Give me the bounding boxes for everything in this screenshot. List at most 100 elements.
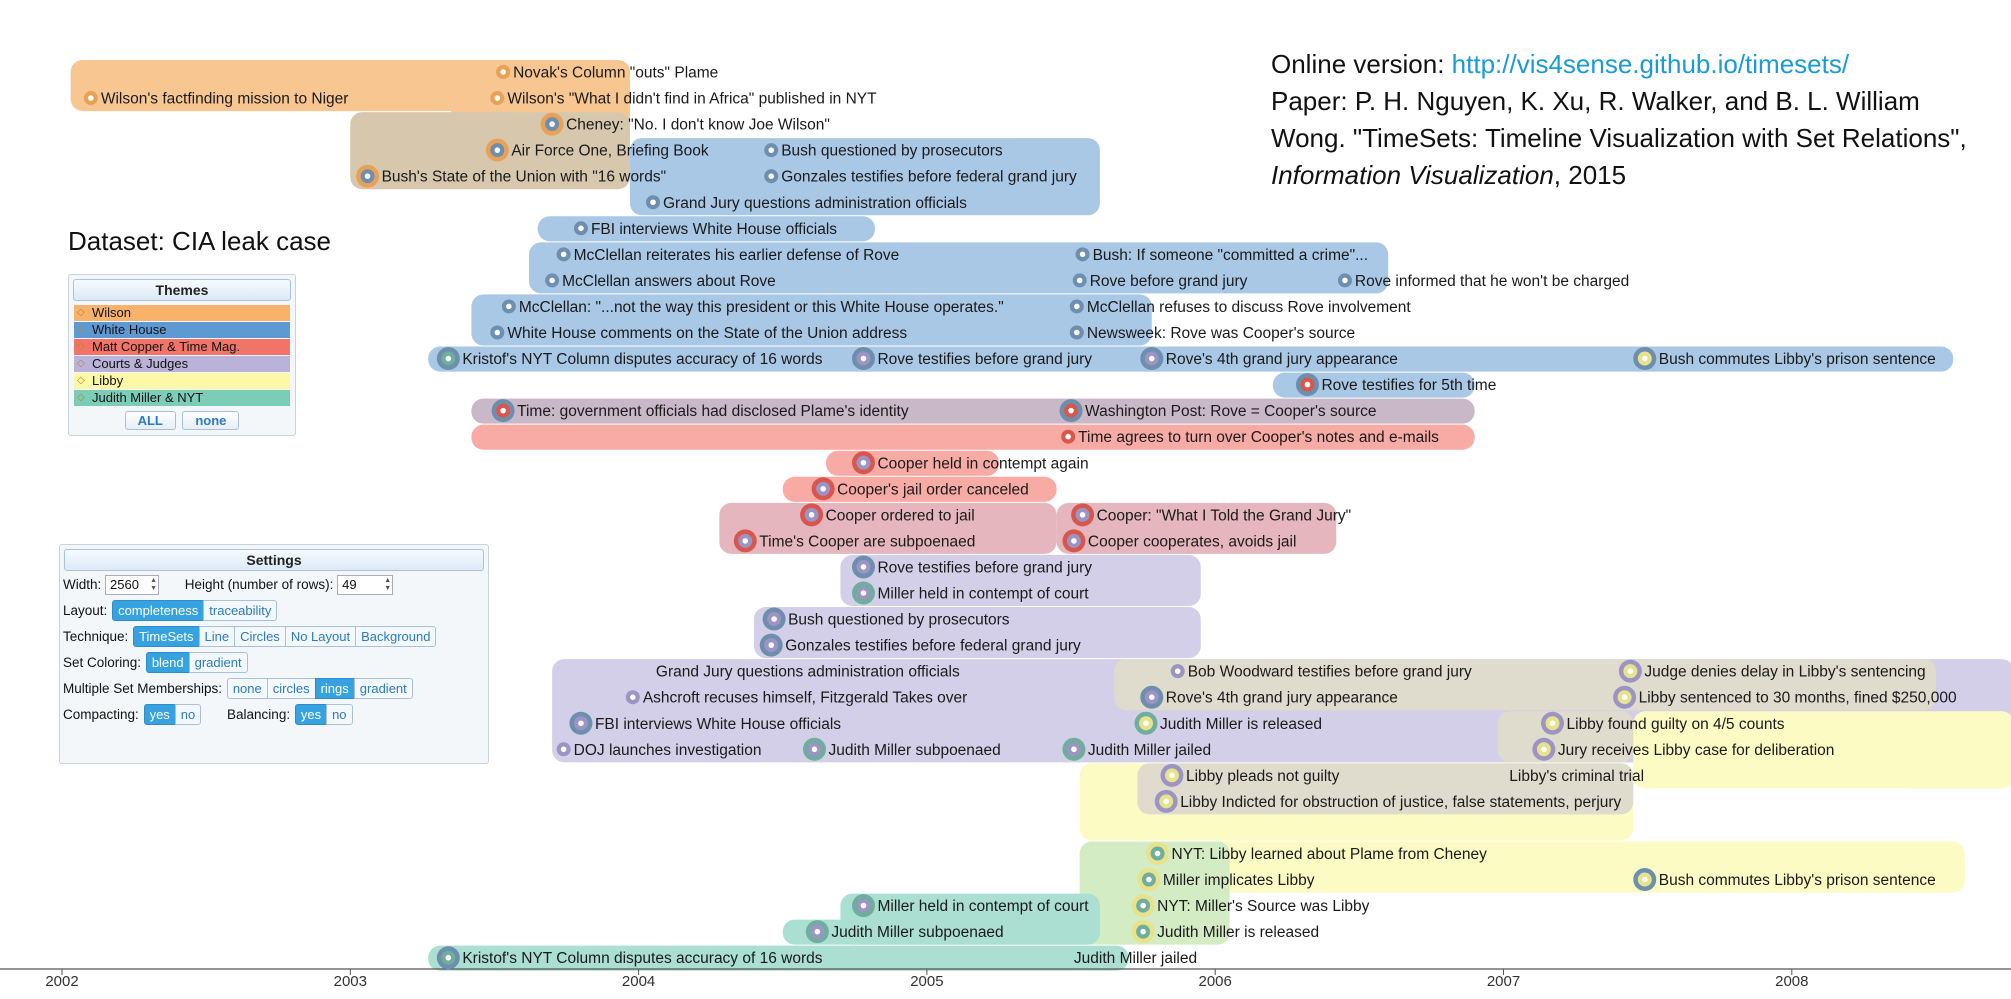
timeline-event[interactable]: Cheney: "No. I don't know Joe Wilson" (540, 112, 830, 136)
timeline-event[interactable]: Bob Woodward testifies before grand jury (1170, 664, 1472, 681)
timeline-event[interactable]: Cooper: "What I Told the Grand Jury" (1071, 503, 1351, 527)
timeline-event[interactable]: Miller held in contempt of court (851, 894, 1089, 918)
timeline-event[interactable]: Cooper held in contempt again (851, 451, 1089, 475)
coloring-option-gradient[interactable]: gradient (188, 652, 248, 674)
timeline-event[interactable]: Time's Cooper are subpoenaed (733, 529, 976, 553)
timeline-event[interactable]: Newsweek: Rove was Cooper's source (1069, 325, 1355, 342)
theme-handle-icon[interactable]: ◇ (77, 358, 85, 369)
timeline-event[interactable]: Bush questioned by prosecutors (764, 143, 1003, 160)
timeline-event[interactable]: Rove testifies for 5th time (1295, 373, 1496, 397)
timeline-event[interactable]: FBI interviews White House officials (569, 711, 841, 735)
technique-option-background[interactable]: Background (355, 626, 437, 648)
technique-option-no-layout[interactable]: No Layout (284, 626, 357, 648)
width-spinner-icon[interactable]: ▲▼ (150, 577, 158, 593)
technique-option-circles[interactable]: Circles (234, 626, 286, 648)
timeline-event[interactable]: Judith Miller jailed (1074, 950, 1197, 967)
timeline-event[interactable]: Gonzales testifies before federal grand … (764, 169, 1077, 186)
membership-option-rings[interactable]: rings (314, 678, 355, 700)
timeline-event[interactable]: Miller held in contempt of court (851, 581, 1089, 605)
timeline-event[interactable]: Air Force One, Briefing Book (485, 138, 709, 162)
timeline-event[interactable]: Bush's State of the Union with "16 words… (356, 164, 666, 188)
timeline-event[interactable]: Gonzales testifies before federal grand … (759, 633, 1081, 657)
timeline-event[interactable]: Cooper ordered to jail (800, 503, 975, 527)
timeline-event[interactable]: Judith Miller is released (1134, 711, 1322, 735)
timeline-event[interactable]: Bush commutes Libby's prison sentence (1633, 868, 1936, 892)
timeline-event[interactable]: Kristof's NYT Column disputes accuracy o… (436, 347, 823, 371)
timeline-event[interactable]: Bush commutes Libby's prison sentence (1633, 347, 1936, 371)
width-input[interactable]: 2560▲▼ (105, 575, 160, 596)
theme-handle-icon[interactable]: ◇ (77, 375, 85, 386)
timeline-event[interactable]: Bush: If someone "committed a crime"... (1075, 247, 1368, 264)
theme-item[interactable]: ◇Libby (74, 373, 290, 389)
timeline-event[interactable]: McClellan answers about Rove (545, 273, 776, 290)
membership-option-none[interactable]: none (226, 678, 268, 700)
timeline-event[interactable]: Libby's criminal trial (1509, 768, 1644, 785)
layout-option-traceability[interactable]: traceability (203, 600, 278, 622)
timeline-event[interactable]: Rove before grand jury (1072, 273, 1248, 290)
timeline-event[interactable]: Grand Jury questions administration offi… (646, 195, 967, 212)
timeline-event[interactable]: Wilson's "What I didn't find in Africa" … (490, 91, 877, 108)
membership-option-gradient[interactable]: gradient (353, 678, 413, 700)
timeline-event[interactable]: McClellan refuses to discuss Rove involv… (1069, 299, 1412, 316)
compacting-option-no[interactable]: no (174, 704, 202, 726)
timeline-event[interactable]: Time: government officials had disclosed… (491, 399, 909, 423)
timeline-event[interactable]: Cooper's jail order canceled (811, 477, 1029, 501)
timeline-event[interactable]: Cooper cooperates, avoids jail (1062, 529, 1296, 553)
timeline-event[interactable]: Judith Miller subpoenaed (802, 737, 1001, 761)
timeline-event[interactable]: Time agrees to turn over Cooper's notes … (1061, 429, 1439, 446)
timeline-event[interactable]: Judith Miller is released (1131, 920, 1319, 944)
balancing-option-no[interactable]: no (326, 704, 353, 726)
select-all-themes-button[interactable]: ALL (124, 411, 176, 430)
timeline-event[interactable]: Rove testifies before grand jury (851, 555, 1092, 579)
timeline-event[interactable]: Libby Indicted for obstruction of justic… (1154, 789, 1622, 813)
timeline-event[interactable]: Libby found guilty on 4/5 counts (1541, 711, 1785, 735)
online-version-link[interactable]: http://vis4sense.github.io/timesets/ (1451, 49, 1850, 79)
timeline-event[interactable]: Judge denies delay in Libby's sentencing (1618, 659, 1926, 683)
timeline-event[interactable]: FBI interviews White House officials (573, 221, 837, 238)
timeline-event[interactable]: Rove informed that he won't be charged (1337, 273, 1629, 290)
timeline-event[interactable]: NYT: Libby learned about Plame from Chen… (1146, 842, 1487, 865)
timeline-event[interactable]: Judith Miller subpoenaed (805, 920, 1004, 944)
height-input[interactable]: 49▲▼ (337, 575, 394, 596)
timeline-event[interactable]: Judith Miller jailed (1062, 737, 1211, 761)
timeline-event[interactable]: Miller implicates Libby (1137, 868, 1315, 892)
theme-item[interactable]: ◇Wilson (74, 305, 290, 321)
timeline-event[interactable]: Kristof's NYT Column disputes accuracy o… (436, 946, 823, 970)
timeline-event[interactable]: Grand Jury questions administration offi… (656, 664, 960, 681)
timeline-event[interactable]: NYT: Miller's Source was Libby (1131, 894, 1370, 918)
timeline-event[interactable]: Washington Post: Rove = Cooper's source (1059, 399, 1377, 423)
timeline-event[interactable]: Jury receives Libby case for deliberatio… (1532, 737, 1834, 761)
membership-option-circles[interactable]: circles (266, 678, 316, 700)
technique-option-line[interactable]: Line (198, 626, 236, 648)
timeline-event[interactable]: Bush questioned by prosecutors (762, 607, 1010, 631)
timeline-event[interactable]: DOJ launches investigation (556, 742, 762, 759)
timeline-event[interactable]: White House comments on the State of the… (490, 325, 907, 342)
height-spinner-icon[interactable]: ▲▼ (384, 577, 392, 593)
timeline-event[interactable]: Rove's 4th grand jury appearance (1140, 347, 1398, 371)
theme-handle-icon[interactable]: ◇ (77, 341, 85, 352)
technique-option-timesets[interactable]: TimeSets (133, 626, 200, 648)
theme-item[interactable]: ◇Courts & Judges (74, 356, 290, 372)
balancing-label: Balancing: (227, 707, 291, 722)
compacting-option-yes[interactable]: yes (143, 704, 176, 726)
timeline-event[interactable]: Rove testifies before grand jury (851, 347, 1092, 371)
coloring-option-blend[interactable]: blend (145, 652, 190, 674)
timeline-event[interactable]: Ashcroft recuses himself, Fitzgerald Tak… (625, 690, 967, 707)
timeline-event[interactable]: McClellan reiterates his earlier defense… (556, 247, 900, 264)
theme-handle-icon[interactable]: ◇ (77, 324, 85, 335)
theme-item[interactable]: ◇White House (74, 322, 290, 338)
theme-handle-icon[interactable]: ◇ (77, 392, 85, 403)
theme-handle-icon[interactable]: ◇ (77, 307, 85, 318)
balancing-option-yes[interactable]: yes (294, 704, 328, 726)
theme-item[interactable]: ◇Matt Copper & Time Mag. (74, 339, 290, 355)
timeline-event[interactable]: Wilson's factfinding mission to Niger (83, 91, 349, 108)
timeline-event[interactable]: Libby pleads not guilty (1160, 763, 1340, 787)
layout-option-completeness[interactable]: completeness (112, 600, 205, 622)
timeline-event[interactable]: McClellan: "...not the way this presiden… (501, 299, 1004, 316)
select-no-themes-button[interactable]: none (182, 411, 240, 430)
timeline-event[interactable]: Rove's 4th grand jury appearance (1140, 685, 1398, 709)
timeline-event[interactable]: Libby sentenced to 30 months, fined $250… (1613, 685, 1957, 709)
theme-buttons: ALL none (69, 411, 295, 430)
theme-item[interactable]: ◇Judith Miller & NYT (74, 390, 290, 406)
timeline-event[interactable]: Novak's Column "outs" Plame (496, 65, 718, 82)
